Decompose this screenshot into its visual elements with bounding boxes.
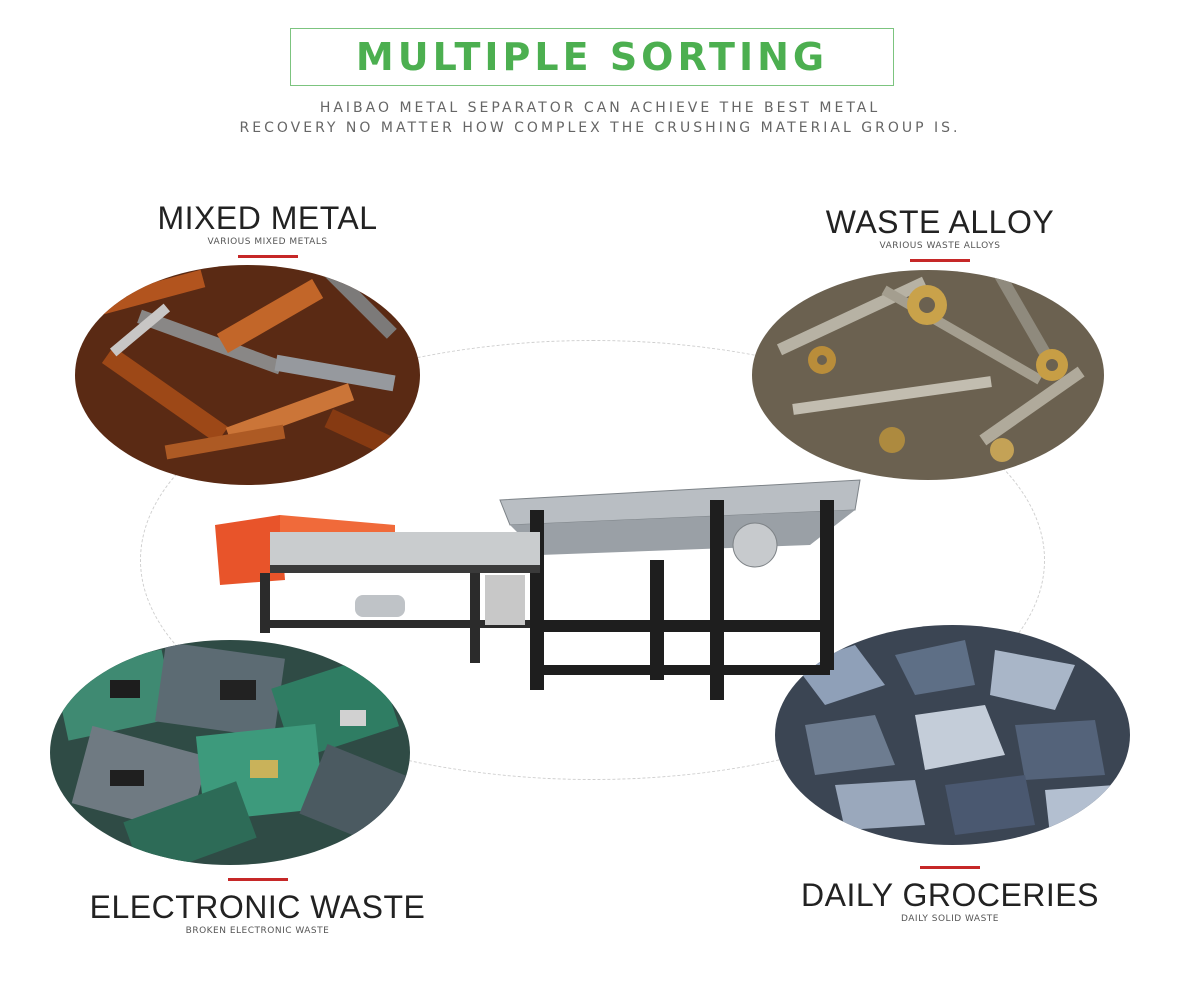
daily-groceries-photo bbox=[775, 625, 1130, 845]
page-subtitle: HAIBAO METAL SEPARATOR CAN ACHIEVE THE B… bbox=[100, 98, 1100, 138]
category-waste-alloy-header: WASTE ALLOY VARIOUS WASTE ALLOYS bbox=[785, 204, 1095, 262]
red-divider bbox=[920, 866, 980, 869]
category-title: DAILY GROCERIES bbox=[801, 877, 1099, 913]
mixed-metal-photo bbox=[75, 265, 420, 485]
category-title: MIXED METAL bbox=[157, 200, 378, 236]
red-divider bbox=[910, 259, 970, 262]
category-mixed-metal-header: MIXED METAL VARIOUS MIXED METALS bbox=[120, 200, 415, 258]
metal-separator-machine-image bbox=[210, 470, 870, 710]
subtitle-line-1: HAIBAO METAL SEPARATOR CAN ACHIEVE THE B… bbox=[319, 100, 881, 116]
page-title: MULTIPLE SORTING bbox=[355, 35, 829, 79]
category-subtitle: BROKEN ELECTRONIC WASTE bbox=[185, 926, 330, 936]
dashed-ring bbox=[140, 340, 1045, 780]
category-daily-groceries-header: DAILY GROCERIES DAILY SOLID WASTE bbox=[770, 866, 1130, 924]
subtitle-line-2: RECOVERY NO MATTER HOW COMPLEX THE CRUSH… bbox=[239, 120, 961, 136]
waste-alloy-photo bbox=[752, 270, 1104, 480]
category-subtitle: VARIOUS MIXED METALS bbox=[207, 237, 328, 247]
category-title: ELECTRONIC WASTE bbox=[89, 889, 426, 925]
category-subtitle: VARIOUS WASTE ALLOYS bbox=[879, 241, 1001, 251]
red-divider bbox=[237, 255, 298, 258]
category-title: WASTE ALLOY bbox=[825, 204, 1055, 240]
category-subtitle: DAILY SOLID WASTE bbox=[901, 914, 999, 924]
red-divider bbox=[227, 878, 288, 881]
title-box: MULTIPLE SORTING bbox=[290, 28, 894, 86]
category-electronic-waste-header: ELECTRONIC WASTE BROKEN ELECTRONIC WASTE bbox=[55, 878, 460, 936]
